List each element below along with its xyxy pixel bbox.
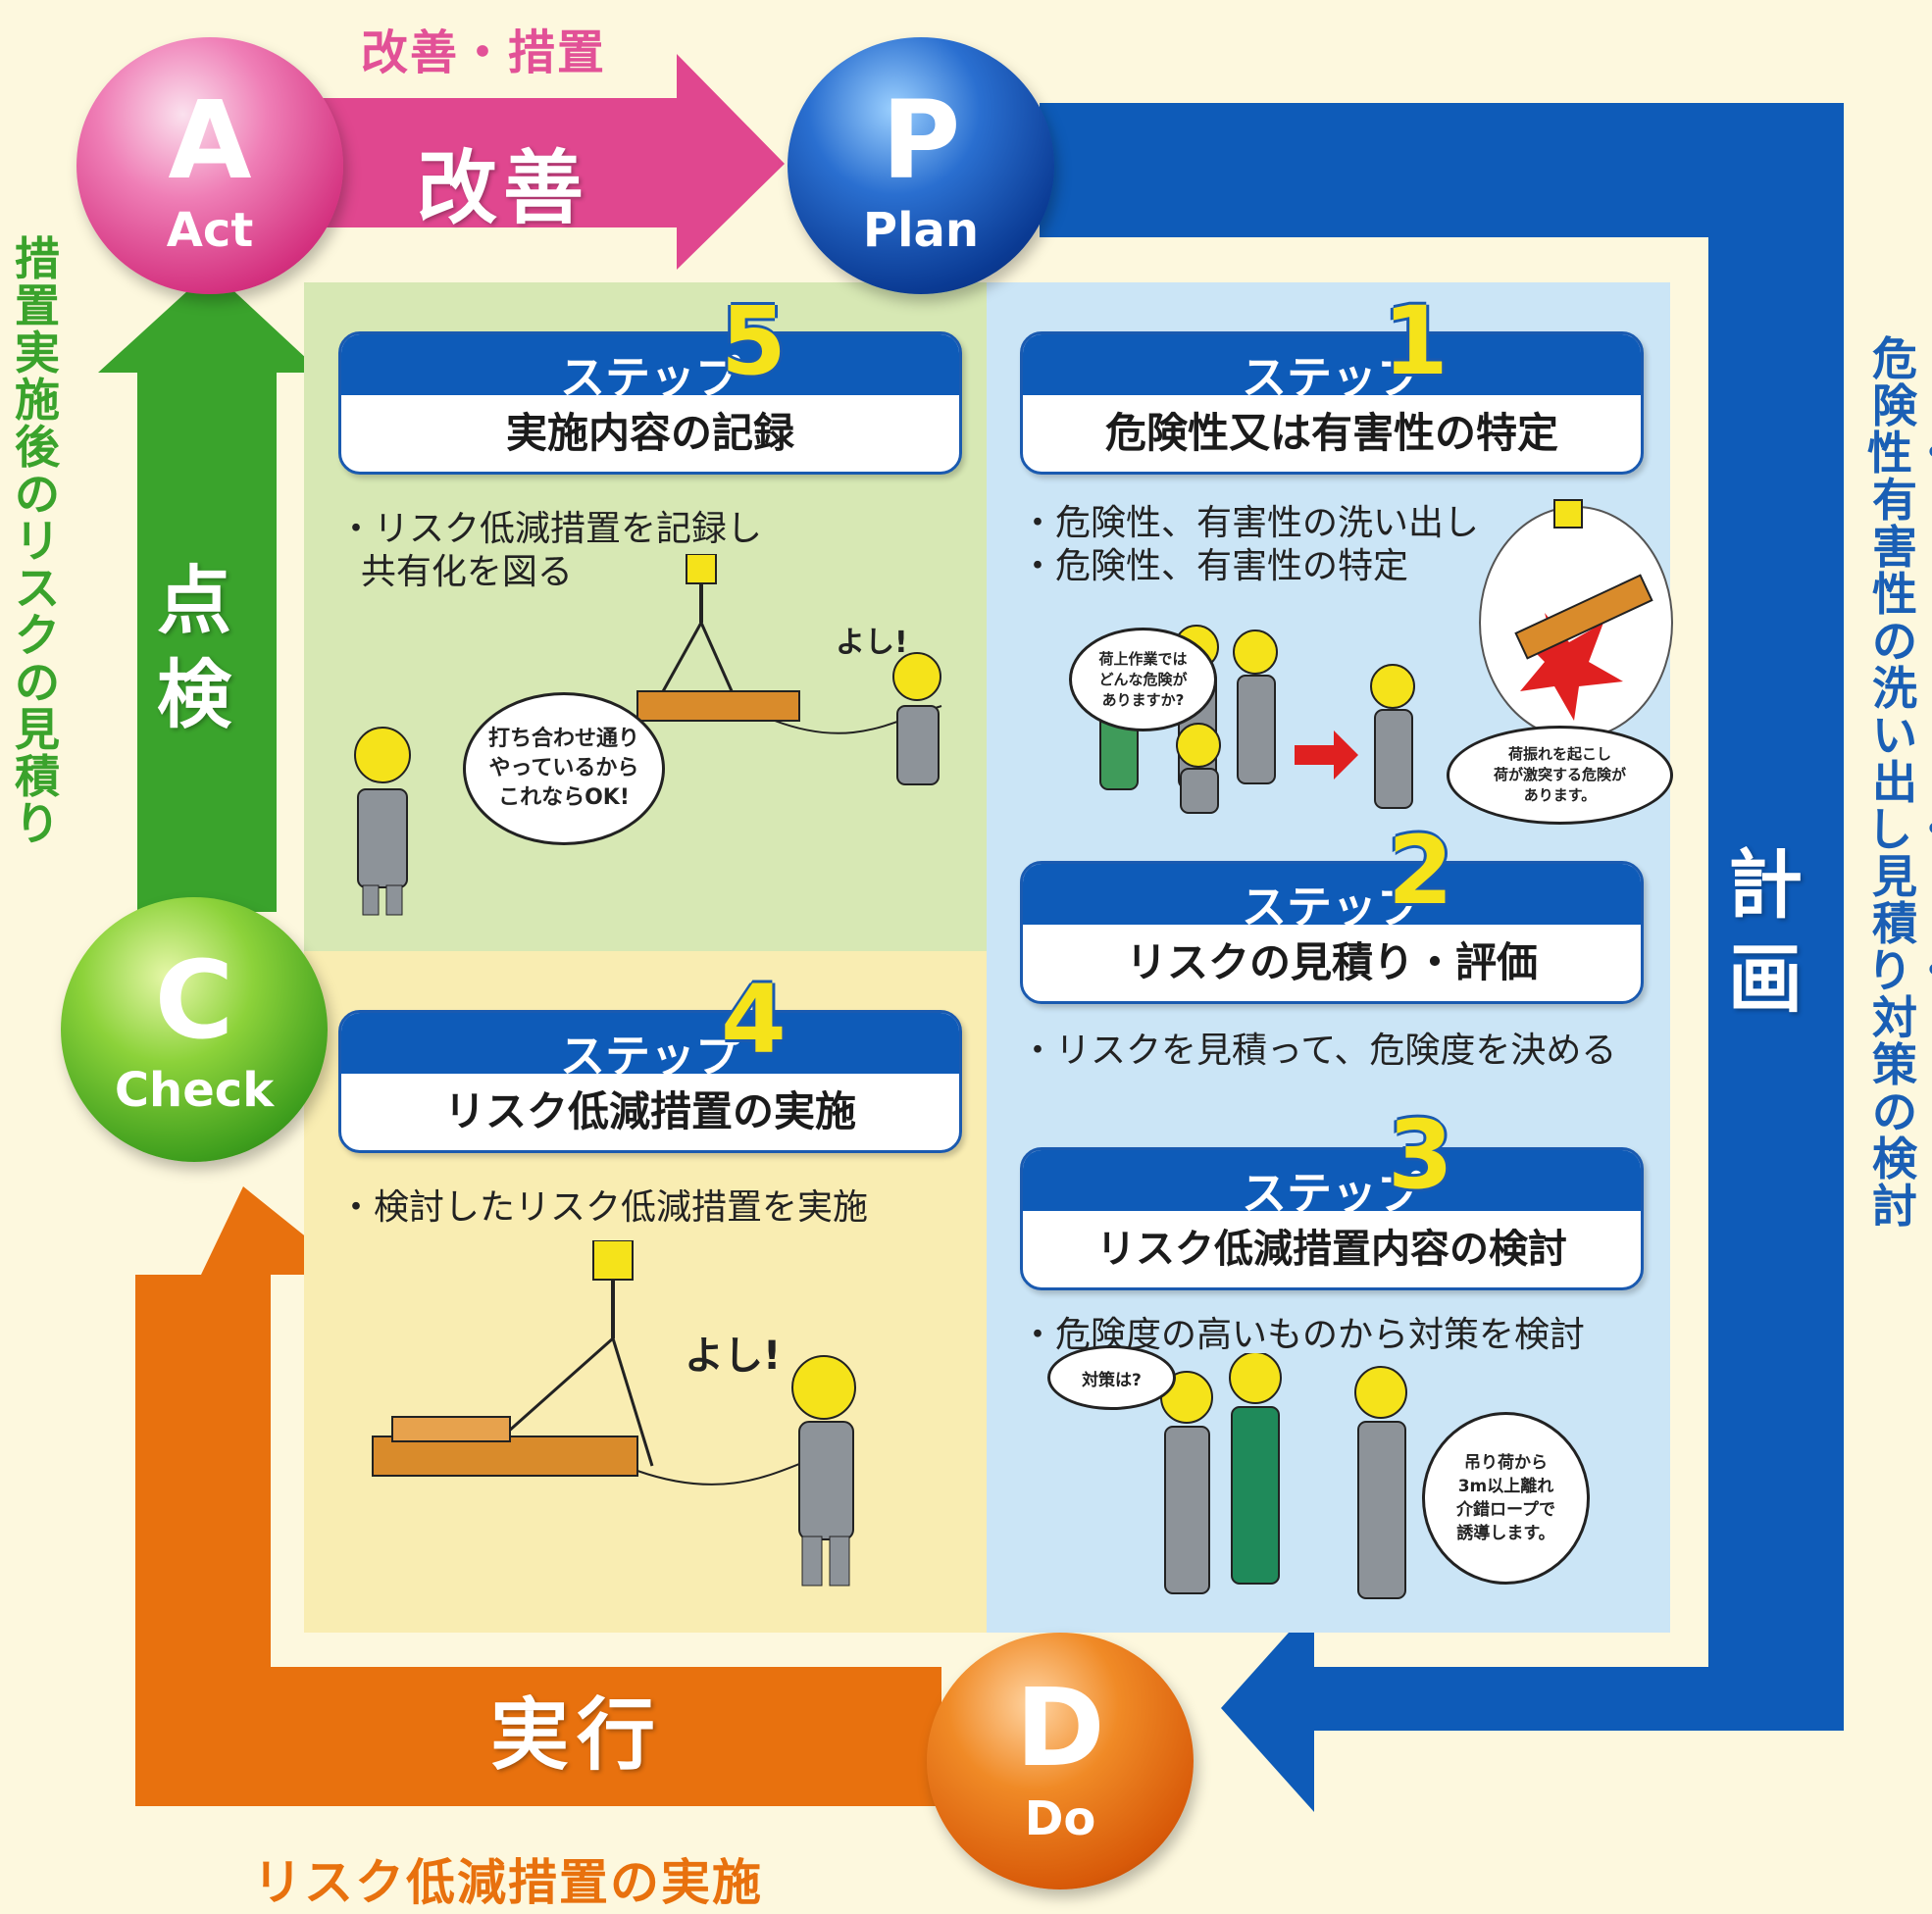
worker-icon [892,652,941,785]
step4-bullet: ・検討したリスク低減措置を実施 [338,1187,869,1228]
plan-circle: P Plan [788,37,1054,294]
plan-arrow-label: 計画 [1728,841,1803,1023]
do-letter: D [1015,1665,1105,1790]
lumber-load-icon [1514,574,1653,660]
step3-question-bubble: 対策は? [1047,1345,1176,1410]
step5-bullet: ・リスク低減措置を記録し 共有化を図る [338,509,763,592]
act-letter: A [168,77,252,203]
step4-illustration [372,1240,856,1587]
crane-hook-icon [686,554,717,584]
check-word: Check [114,1063,275,1118]
worker-icon [1354,1366,1407,1599]
step3-number: 3 [1388,1100,1453,1210]
step5-card: ステップ 実施内容の記録 [338,331,962,475]
do-arrow-label: 実行 [490,1689,663,1781]
step3-answer-bubble: 吊り荷から 3m以上離れ 介錯ロープで 誘導します。 [1422,1412,1590,1585]
crane-hook-icon [592,1240,634,1281]
check-letter: C [154,937,234,1063]
plan-letter: P [881,77,961,203]
danger-thought-cloud [1479,499,1673,739]
worker-icon [1233,630,1278,784]
arrow-right-icon [1295,730,1358,780]
do-arrow-body [135,1186,941,1806]
check-arrow-body [98,270,322,912]
plan-word: Plan [862,203,980,258]
step2-bullet: ・リスクを見積って、危険度を決める [1020,1031,1617,1071]
act-circle: A Act [76,37,343,294]
step4-title: リスク低減措置の実施 [443,1087,856,1135]
worker-icon [1229,1353,1282,1585]
step4-yoshi: よし! [685,1334,782,1379]
step4-card: ステップ リスク低減措置の実施 [338,1010,962,1153]
step5-prefix: ステップ [560,351,740,404]
do-circle: D Do [927,1633,1194,1889]
do-caption: リスク低減措置の実施 [253,1854,763,1911]
step2-prefix: ステップ [1242,881,1422,933]
step2-number: 2 [1388,816,1453,926]
worker-icon [791,1355,856,1587]
step4-prefix: ステップ [560,1030,740,1083]
check-caption: 措置実施後のリスクの見積り [15,232,60,850]
step5-illustration [354,554,942,916]
act-arrow-body [294,54,785,270]
step1-card: ステップ 危険性又は有害性の特定 [1020,331,1644,475]
check-circle: C Check [61,897,328,1162]
step5-yoshi: よし! [836,626,908,660]
step3-illustration [1160,1353,1407,1599]
step1-prefix: ステップ [1242,351,1422,404]
worker-icon [1160,1371,1213,1594]
do-word: Do [1024,1791,1096,1846]
step1-title: 危険性又は有害性の特定 [1104,409,1558,457]
act-word: Act [166,203,254,258]
lumber-load-icon [372,1436,638,1477]
step3-prefix: ステップ [1242,1167,1422,1220]
plan-caption: 危険性・有害性の洗い出し・見積り・対策の検討 [1867,332,1932,1233]
act-arrow-label: 改善 [417,142,590,235]
step3-card: ステップ リスク低減措置内容の検討 [1020,1147,1644,1290]
step1-bullet: ・危険性、有害性の洗い出し ・危険性、有害性の特定 [1020,503,1480,586]
step1-answer-bubble: 荷振れを起こし 荷が激突する危険が あります。 [1447,726,1673,825]
step1-question-bubble: 荷上作業では どんな危険が ありますか? [1069,628,1217,731]
step5-title: 実施内容の記録 [505,409,794,457]
worker-icon [1370,664,1415,809]
worker-icon [354,727,411,916]
crane-hook-icon [1553,499,1583,529]
plan-arrow-body [1040,103,1844,1812]
step2-title: リスクの見積り・評価 [1125,938,1538,986]
worker-icon [1176,723,1221,814]
act-caption: 改善・措置 [361,25,607,80]
step4-number: 4 [721,965,787,1075]
step2-card: ステップ リスクの見積り・評価 [1020,861,1644,1004]
check-arrow-label: 点検 [157,557,231,738]
lumber-load-icon [636,690,800,722]
step1-number: 1 [1383,286,1449,396]
step5-number: 5 [721,286,787,396]
step5-speech-bubble: 打ち合わせ通り やっているから これならOK! [463,692,665,845]
step3-title: リスク低減措置内容の検討 [1096,1227,1567,1272]
